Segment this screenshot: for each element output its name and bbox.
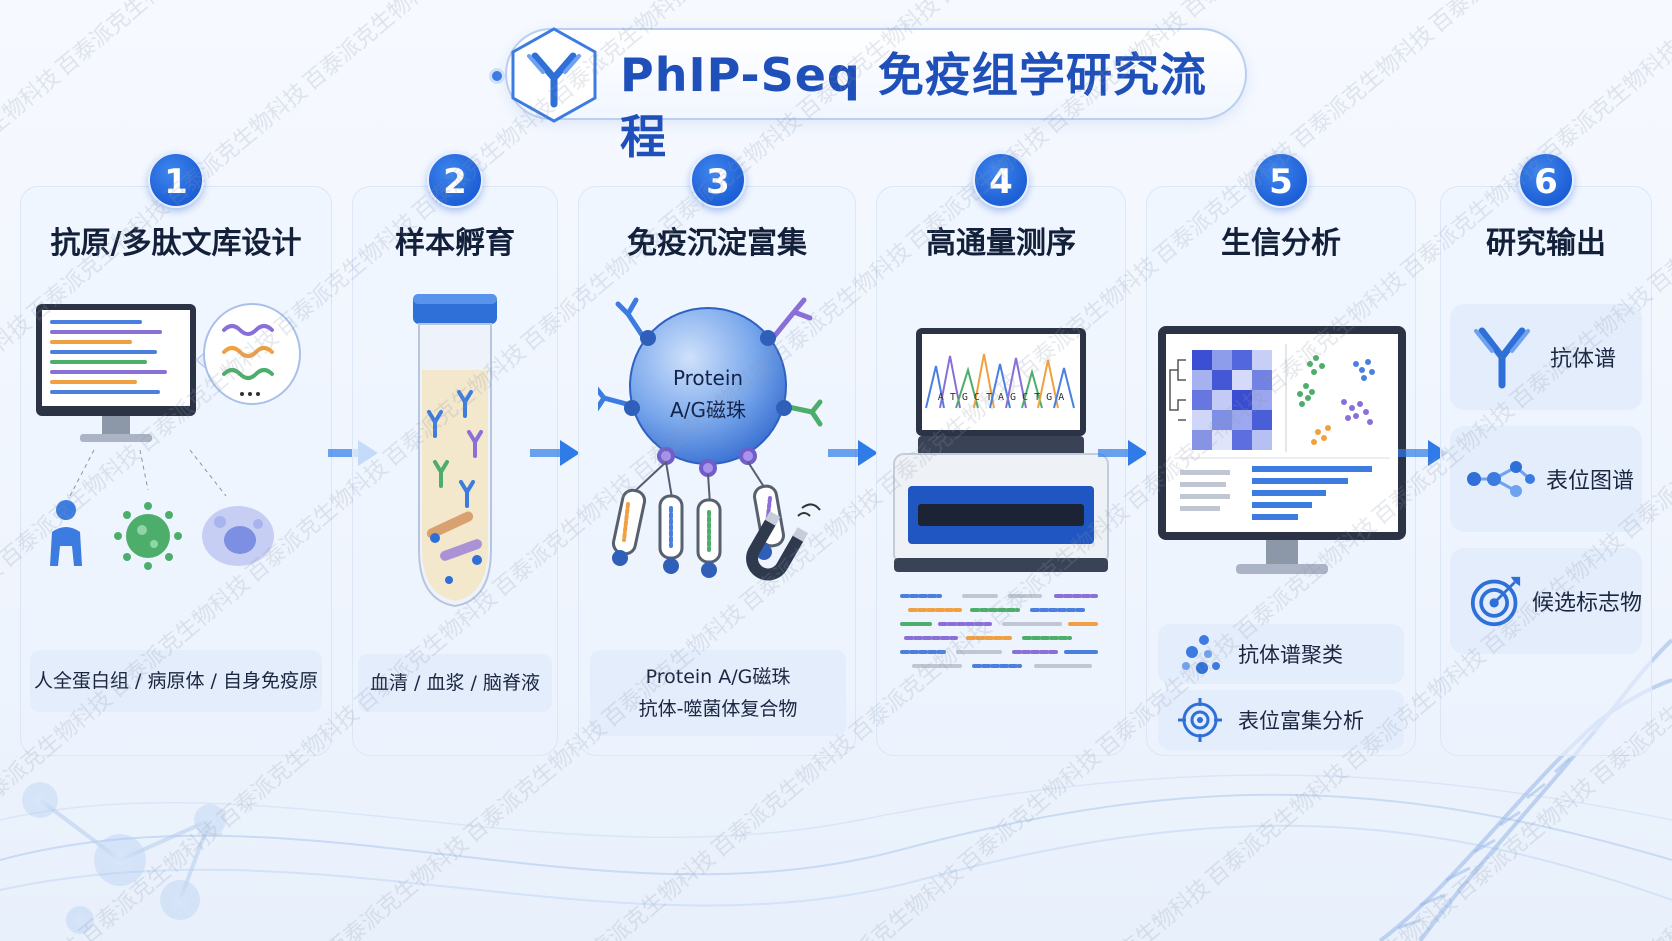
step-2-title: 样本孵育: [395, 226, 515, 261]
output-candidate-biomarkers-label: 候选标志物: [1531, 591, 1642, 616]
step-3-number: 3: [690, 152, 746, 208]
output-epitope-map-label: 表位图谱: [1546, 469, 1635, 494]
step-3-caption-line2: 抗体-噬菌体复合物: [638, 698, 798, 720]
step-4-number: 4: [973, 152, 1029, 208]
cluster-analysis-label: 抗体谱聚类: [1238, 643, 1343, 667]
sample-tube-illustration: [413, 294, 497, 608]
step-3-caption-line1: Protein A/G磁珠: [645, 666, 791, 688]
cluster-icon: [1182, 635, 1220, 674]
flow-arrow-2: [530, 440, 580, 466]
sequence-readout: A T G C T A G C T G A: [937, 392, 1065, 403]
step-3-caption: Protein A/G磁珠 抗体-噬菌体复合物: [590, 650, 846, 736]
cluster-analysis-item: 抗体谱聚类: [1158, 624, 1404, 684]
step-1-number: 1: [148, 152, 204, 208]
sequencer-illustration: [893, 328, 1109, 572]
step-2-caption-text: 血清 / 血浆 / 脑脊液: [370, 672, 540, 694]
step-6-title: 研究输出: [1486, 226, 1606, 261]
step-5-title: 生信分析: [1221, 226, 1341, 261]
bead-label-line1: Protein: [672, 366, 744, 390]
page-title: PhIP-Seq 免疫组学研究流程: [620, 48, 1207, 164]
title-connector-dot: [489, 68, 505, 84]
step-1-caption: 人全蛋白组 / 病原体 / 自身免疫原: [30, 650, 322, 712]
step-1-title: 抗原/多肽文库设计: [50, 226, 302, 261]
step-5-number: 5: [1253, 152, 1309, 208]
epitope-enrichment-label: 表位富集分析: [1238, 709, 1364, 733]
step-4-title: 高通量测序: [926, 226, 1076, 261]
library-design-illustration: [36, 303, 301, 570]
step-1-caption-text: 人全蛋白组 / 病原体 / 自身免疫原: [34, 670, 318, 692]
step-3-title: 免疫沉淀富集: [627, 226, 807, 261]
epitope-enrichment-item: 表位富集分析: [1158, 690, 1404, 750]
flow-arrow-3: [828, 440, 878, 466]
antibody-icon: [1474, 327, 1530, 389]
output-candidate-biomarkers: 候选标志物: [1450, 548, 1642, 654]
output-antibody-profile: 抗体谱: [1450, 304, 1642, 410]
output-epitope-map: 表位图谱: [1450, 426, 1642, 532]
bead-label-line2: A/G磁珠: [670, 398, 746, 422]
output-antibody-profile-label: 抗体谱: [1550, 347, 1617, 372]
magnetic-bead-illustration: [598, 297, 823, 581]
network-icon: [1467, 461, 1535, 497]
sequence-reads-illustration: [900, 594, 1098, 668]
bullseye-icon: [1470, 576, 1521, 627]
step-6-number: 6: [1518, 152, 1574, 208]
step-2-number: 2: [427, 152, 483, 208]
target-icon: [1178, 698, 1222, 742]
bioinformatics-monitor-illustration: [1158, 326, 1406, 574]
flow-arrow-4: [1098, 440, 1148, 466]
step-2-caption: 血清 / 血浆 / 脑脊液: [358, 654, 552, 712]
antibody-hex-icon: [511, 27, 597, 123]
